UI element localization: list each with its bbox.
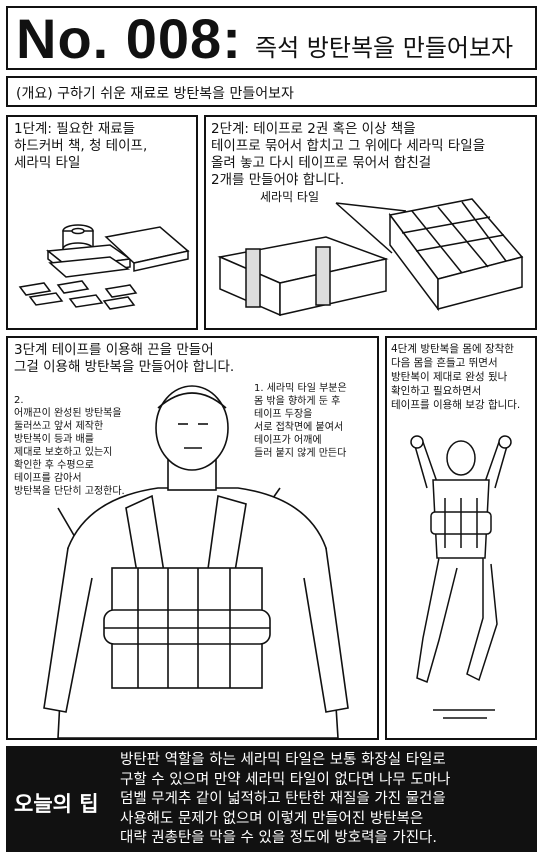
taped-books-illustration — [217, 198, 524, 317]
tip-label: 오늘의 팁 — [14, 792, 99, 816]
tip-text: 방탄판 역할을 하는 세라믹 타일은 보통 화장실 타일로 구할 수 있으며 만… — [120, 752, 451, 846]
tip-box: 오늘의 팁 방탄판 역할을 하는 세라믹 타일은 보통 화장실 타일로 구할 수… — [6, 746, 537, 852]
article-number: No. 008: — [16, 7, 242, 70]
step4-panel: 4단계 방탄복을 몸에 장착한 다음 몸을 흔들고 뛰면서 방탄복이 제대로 완… — [385, 336, 537, 740]
step1-panel: 1단계: 필요한 재료들 하드커버 책, 청 테이프, 세라믹 타일 — [6, 115, 198, 330]
step2-text: 2단계: 테이프로 2권 혹은 이상 책을 테이프로 묶어서 합치고 그 위에다… — [211, 121, 486, 188]
page-title: 즉석 방탄복을 만들어보자 — [255, 34, 514, 62]
step3-panel: 3단계 테이프를 이용해 끈을 만들어 그걸 이용해 방탄복을 만들어야 합니다… — [6, 336, 379, 740]
step3-note-left: 2. 어깨끈이 완성된 방탄복을 둘러쓰고 앞서 제작한 방탄복이 등과 배를 … — [14, 395, 125, 497]
step4-text: 4단계 방탄복을 몸에 장착한 다음 몸을 흔들고 뛰면서 방탄복이 제대로 완… — [391, 343, 521, 411]
materials-illustration — [18, 224, 190, 310]
summary-text: (개요) 구하기 쉬운 재료로 방탄복을 만들어보자 — [16, 86, 294, 102]
step3-text: 3단계 테이프를 이용해 끈을 만들어 그걸 이용해 방탄복을 만들어야 합니다… — [14, 342, 235, 375]
man-wearing-vest-illustration — [43, 385, 349, 738]
step3-note-right: 1. 세라믹 타일 부분은 몸 밖을 향하게 둔 후 테이프 두장을 서로 접착… — [254, 383, 347, 459]
title-banner: No. 008: 즉석 방탄복을 만들어보자 — [6, 6, 537, 70]
step2-panel: 2단계: 테이프로 2권 혹은 이상 책을 테이프로 묶어서 합치고 그 위에다… — [204, 115, 537, 330]
summary-box: (개요) 구하기 쉬운 재료로 방탄복을 만들어보자 — [6, 76, 537, 107]
step1-text: 1단계: 필요한 재료들 하드커버 책, 청 테이프, 세라믹 타일 — [14, 121, 148, 171]
ceramic-tile-label: 세라믹 타일 — [260, 190, 320, 204]
jumping-man-illustration — [410, 435, 512, 719]
